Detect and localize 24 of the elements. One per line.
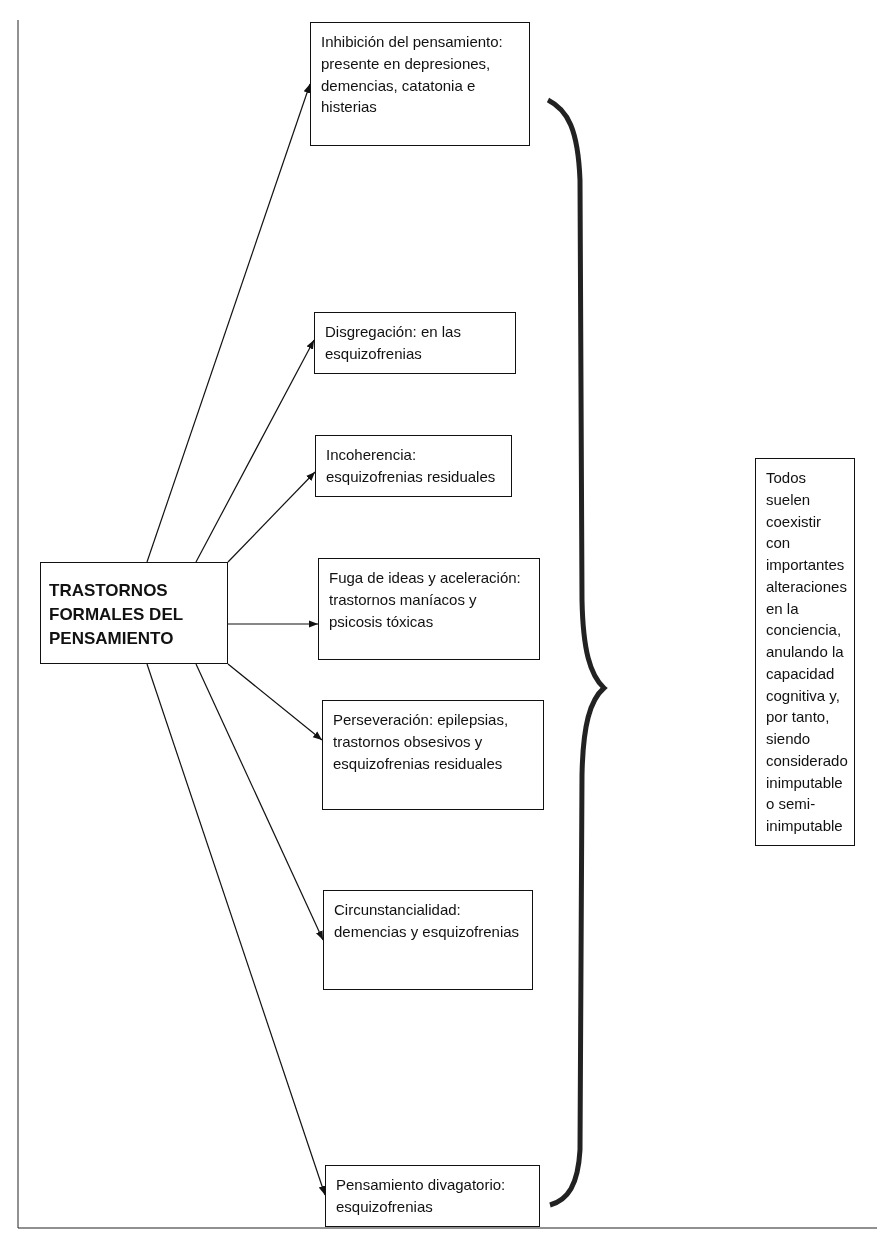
arrow — [227, 620, 319, 628]
arrow — [146, 83, 311, 563]
arrow — [195, 663, 324, 941]
category-box — [322, 700, 544, 810]
arrow — [227, 663, 323, 741]
node-text: Disgregación: en las esquizofrenias — [325, 322, 462, 364]
category-box — [323, 890, 533, 990]
node-text: Perseveración: epilepsias, trastornos obsesivos y esquizofrenias residuales — [333, 710, 510, 774]
topic-title: TRASTORNOS FORMALES DEL PENSAMIENTO — [49, 580, 184, 650]
topic-box — [40, 562, 228, 664]
node-text: Pensamiento divagatorio: esquizofrenias — [336, 1175, 507, 1217]
node-text: Circunstancialidad: demencias y esquizofrenias — [334, 900, 521, 942]
node-text: Inhibición del pensamiento: presente en depresiones, demencias, catatonia e histerias — [321, 32, 504, 118]
category-box — [325, 1165, 540, 1227]
summary-box — [755, 458, 855, 846]
node-text: Incoherencia: esquizofrenias residuales — [326, 445, 497, 487]
arrow — [146, 663, 326, 1196]
category-box — [310, 22, 530, 146]
arrow — [227, 471, 316, 563]
category-box — [314, 312, 516, 374]
arrow — [195, 339, 315, 563]
category-box — [315, 435, 512, 497]
category-box — [318, 558, 540, 660]
node-text: Fuga de ideas y aceleración: trastornos maníacos y psicosis tóxicas — [329, 568, 522, 632]
